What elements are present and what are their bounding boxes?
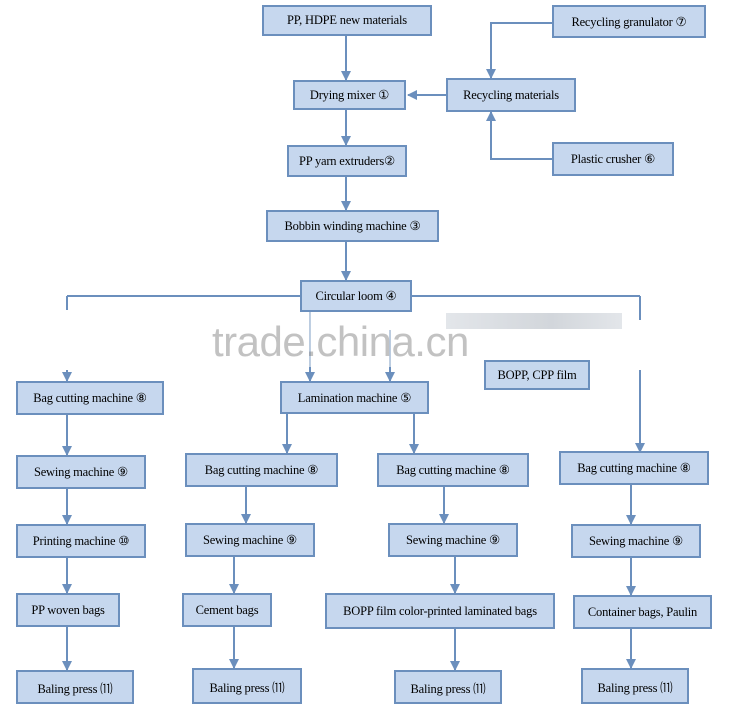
node-col4-bag-cutting: Bag cutting machine ⑧ bbox=[559, 451, 709, 485]
node-circular-loom: Circular loom ④ bbox=[300, 280, 412, 312]
node-yarn-extruders: PP yarn extruders② bbox=[287, 145, 407, 177]
node-bopp-cpp-film: BOPP, CPP film bbox=[484, 360, 590, 390]
node-col2-sewing: Sewing machine ⑨ bbox=[185, 523, 315, 557]
node-lamination-machine: Lamination machine ⑤ bbox=[280, 381, 429, 414]
node-col4-sewing: Sewing machine ⑨ bbox=[571, 524, 701, 558]
node-col4-product: Container bags, Paulin bbox=[573, 595, 712, 629]
node-recycling-granulator: Recycling granulator ⑦ bbox=[552, 5, 706, 38]
node-col2-bag-cutting: Bag cutting machine ⑧ bbox=[185, 453, 338, 487]
node-col1-bag-cutting: Bag cutting machine ⑧ bbox=[16, 381, 164, 415]
arrow-granulator-to-recycling bbox=[486, 22, 552, 79]
node-col3-sewing: Sewing machine ⑨ bbox=[388, 523, 518, 557]
watermark-band bbox=[446, 313, 622, 329]
watermark-text: trade.china.cn bbox=[212, 318, 469, 365]
node-col3-product: BOPP film color-printed laminated bags bbox=[325, 593, 555, 629]
node-drying-mixer: Drying mixer ① bbox=[293, 80, 406, 110]
node-col1-sewing: Sewing machine ⑨ bbox=[16, 455, 146, 489]
watermark-fade-center bbox=[290, 312, 410, 367]
node-plastic-crusher: Plastic crusher ⑥ bbox=[552, 142, 674, 176]
node-col4-baling: Baling press ⑾ bbox=[581, 668, 689, 704]
node-col3-bag-cutting: Bag cutting machine ⑧ bbox=[377, 453, 529, 487]
arrow-crusher-to-recycling bbox=[486, 111, 552, 160]
node-recycling-materials: Recycling materials bbox=[446, 78, 576, 112]
node-col1-printing: Printing machine ⑩ bbox=[16, 524, 146, 558]
node-bobbin-winding: Bobbin winding machine ③ bbox=[266, 210, 439, 242]
watermark-fade-left bbox=[40, 310, 100, 370]
node-col3-baling: Baling press ⑾ bbox=[394, 670, 502, 704]
node-col2-product: Cement bags bbox=[182, 593, 272, 627]
node-col2-baling: Baling press ⑾ bbox=[192, 668, 302, 704]
node-col1-product: PP woven bags bbox=[16, 593, 120, 627]
node-raw-materials: PP, HDPE new materials bbox=[262, 5, 432, 36]
node-col1-baling: Baling press ⑾ bbox=[16, 670, 134, 704]
